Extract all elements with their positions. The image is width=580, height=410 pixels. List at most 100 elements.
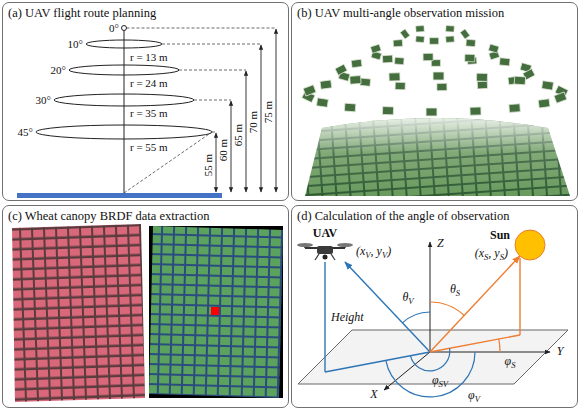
angle-symbol: θV (402, 291, 413, 304)
view-direction (345, 262, 430, 352)
uav-label: UAV (313, 227, 337, 240)
symbol-text: φ (468, 388, 475, 402)
photo-tile (382, 55, 392, 63)
photo-tile (446, 26, 455, 33)
height-label: Height (331, 311, 364, 324)
photo-tile (465, 54, 475, 62)
symbol-text: (x (356, 244, 365, 258)
photo-tile (393, 40, 403, 47)
angle-arc (499, 339, 500, 352)
wheat-field (305, 118, 570, 196)
angle-symbol: θS (450, 283, 460, 296)
photo-tile (370, 44, 381, 53)
sun-drop-line (519, 258, 520, 335)
angle-symbol: φSV (432, 374, 448, 387)
photo-tile (466, 39, 476, 46)
field-haze (305, 118, 570, 196)
symbol-text: φ (505, 354, 512, 368)
radius-label: r = 55 m (130, 141, 168, 153)
view-angle-guide (124, 132, 212, 193)
symbol-text: , y (371, 244, 382, 258)
selected-plot (211, 307, 219, 315)
figure-panel: (b) UAV multi-angle observation mission (291, 2, 578, 201)
height-label: 70 m (247, 111, 259, 133)
height-guide (127, 28, 277, 29)
subscript: S (511, 360, 515, 370)
false-color-image (12, 224, 145, 402)
ground-bar (17, 193, 222, 198)
angle-symbol: φS (505, 355, 516, 368)
y-axis (430, 352, 550, 353)
height-arrow (231, 101, 232, 192)
subscript: V (382, 250, 387, 260)
image-frame (149, 226, 283, 398)
panel-title: (b) UAV multi-angle observation mission (292, 4, 509, 23)
panel-title: (c) Wheat canopy BRDF data extraction (3, 207, 214, 226)
photo-tile (514, 76, 525, 85)
photo-tile (542, 81, 554, 90)
photo-tile (382, 107, 393, 115)
art-g (124, 28, 276, 193)
height-guide (162, 44, 261, 45)
photo-tile (416, 26, 425, 33)
radius-label: r = 13 m (130, 51, 168, 63)
photo-tile (554, 92, 567, 103)
route-planning-figure (17, 26, 276, 199)
angle-arc (403, 312, 431, 323)
zenith-point (122, 26, 127, 31)
photo-tile (509, 104, 520, 113)
height-arrow (246, 71, 247, 192)
photo-tile (499, 58, 510, 66)
flight-orbit (86, 40, 162, 48)
axis-label: Z (437, 237, 444, 250)
photo-tile (433, 72, 444, 80)
height-line (324, 262, 325, 372)
drone-leg (315, 254, 319, 260)
uav-drone (297, 243, 353, 260)
extraction-figure (12, 224, 283, 402)
angle-label: 20° (51, 64, 66, 76)
photo-tile (430, 38, 439, 45)
vertical-axis (124, 31, 125, 194)
symbol-text: ) (504, 246, 508, 260)
photo-tile (460, 29, 470, 39)
height-guide (179, 70, 246, 71)
height-arrow (276, 29, 277, 192)
photo-tile (477, 81, 487, 89)
coordinate-label: (xV, yV) (356, 245, 391, 258)
photo-tile (351, 59, 362, 68)
angle-arc (430, 302, 464, 316)
photo-tile (344, 103, 355, 112)
photo-tile (360, 78, 371, 86)
drone-leg (331, 254, 335, 260)
axis-label: Y (557, 345, 564, 358)
angle-label: 0° (109, 22, 119, 34)
coordinate-label: (xS, yS) (475, 247, 508, 260)
height-guide (212, 132, 216, 133)
sun-direction (430, 256, 520, 352)
subscript: S (456, 288, 460, 298)
photo-tile (437, 83, 447, 90)
sun-label: Sun (490, 229, 510, 242)
photo-tile (303, 85, 316, 96)
subscript: S (500, 252, 504, 262)
photo-tile (394, 57, 404, 64)
drone-rotor (337, 243, 353, 247)
symbol-text: φ (432, 373, 439, 387)
x-axis (384, 352, 430, 390)
angle-arc (386, 352, 475, 397)
photo-tile (316, 98, 328, 107)
drone-rotor (297, 243, 313, 247)
photo-tile (416, 36, 425, 43)
panel-title: (d) Calculation of the angle of observat… (292, 207, 514, 226)
art-g (216, 29, 276, 192)
angle-label: 30° (36, 94, 51, 106)
figure-panel: (c) Wheat canopy BRDF data extraction (2, 205, 289, 408)
height-arrow (216, 133, 217, 192)
drone-camera (323, 255, 328, 260)
photo-tile (426, 108, 437, 116)
height-arrow (261, 45, 262, 192)
view-projection (325, 352, 430, 372)
height-label: 55 m (202, 154, 214, 176)
